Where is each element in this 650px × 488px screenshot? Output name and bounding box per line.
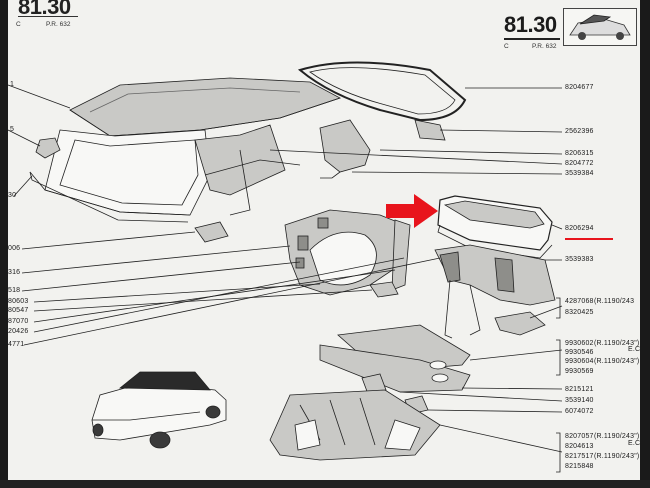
leader-lines bbox=[269, 87, 563, 473]
left-part-number: 518 bbox=[8, 287, 21, 294]
part-number: 8206315 bbox=[565, 150, 594, 157]
page-number: 81.30 bbox=[504, 12, 557, 37]
left-part-number: 5 bbox=[10, 126, 15, 133]
mounting-bracket bbox=[494, 311, 546, 336]
left-part-number: 316 bbox=[8, 269, 21, 276]
left-header-rule bbox=[18, 16, 78, 17]
rear-quarter-panel bbox=[414, 119, 446, 141]
part-note: (R.1190/243 bbox=[594, 298, 635, 305]
part-number-highlighted: 8206294 bbox=[565, 225, 594, 232]
roof-panel bbox=[69, 77, 342, 137]
part-number: 9930604 bbox=[565, 358, 594, 365]
reinforcement-plate bbox=[369, 281, 399, 298]
car-illustration bbox=[91, 371, 227, 449]
small-bracket-a bbox=[361, 373, 387, 395]
header-rule bbox=[504, 38, 560, 40]
c-pillar-trim bbox=[319, 119, 371, 179]
part-number: 9930546 bbox=[565, 349, 594, 356]
thumbnail-car-icon bbox=[563, 8, 637, 46]
rear-panel-8206294 bbox=[437, 195, 553, 259]
part-number: 8215848 bbox=[565, 463, 594, 470]
part-note: (R.1190/243") bbox=[594, 340, 640, 347]
c-label: C bbox=[504, 43, 509, 50]
part-note: (R.1190/243") bbox=[594, 358, 640, 365]
part-number: 3539383 bbox=[565, 256, 594, 263]
pr-label: P.R. 632 bbox=[532, 43, 557, 50]
left-part-number: 30 bbox=[8, 192, 17, 199]
left-part-number: 4771 bbox=[8, 341, 25, 348]
corner-bracket bbox=[194, 221, 229, 243]
part-number: 8204677 bbox=[565, 84, 594, 91]
left-part-number: 80547 bbox=[8, 307, 29, 314]
leader-lines-left bbox=[7, 84, 441, 346]
side-note: E.C. bbox=[628, 440, 643, 447]
left-pr-label: P.R. 632 bbox=[46, 21, 71, 28]
left-part-number: 006 bbox=[8, 245, 21, 252]
left-page-number: 81.30 bbox=[18, 0, 71, 19]
part-number: 8215121 bbox=[565, 386, 594, 393]
part-number: 9930569 bbox=[565, 368, 594, 375]
part-number: 3539140 bbox=[565, 397, 594, 404]
inner-wheel-arch bbox=[284, 209, 411, 296]
left-part-number: 87070 bbox=[8, 318, 29, 325]
part-number: 6074072 bbox=[565, 408, 594, 415]
upper-body-frame bbox=[29, 124, 301, 223]
rear-chassis-member bbox=[434, 244, 556, 339]
part-number: 3539384 bbox=[565, 170, 594, 177]
part-number: 8204772 bbox=[565, 160, 594, 167]
part-number: 2562396 bbox=[565, 128, 594, 135]
highlight-underline bbox=[565, 238, 613, 240]
part-number: 8320425 bbox=[565, 309, 594, 316]
part-number: 8217517 bbox=[565, 453, 594, 460]
left-part-number: 20426 bbox=[8, 328, 29, 335]
rear-window-seal bbox=[297, 61, 467, 122]
part-number: 8204613 bbox=[565, 443, 594, 450]
left-c-label: C bbox=[16, 21, 21, 28]
floor-pan bbox=[269, 389, 441, 461]
cross-members bbox=[319, 324, 471, 393]
page-bottom-edge bbox=[0, 480, 650, 488]
part-note: (R.1190/243") bbox=[594, 453, 640, 460]
part-note: (R.1190/243") bbox=[594, 433, 640, 440]
left-part-number: 1 bbox=[10, 81, 15, 88]
highlight-arrow-icon bbox=[386, 194, 438, 228]
part-number: 8207057 bbox=[565, 433, 594, 440]
part-number: 9930602 bbox=[565, 340, 594, 347]
part-number: 4287068 bbox=[565, 298, 594, 305]
left-part-number: 80603 bbox=[8, 298, 29, 305]
hinge-bracket bbox=[35, 137, 61, 159]
side-note: E.C. bbox=[628, 346, 643, 353]
